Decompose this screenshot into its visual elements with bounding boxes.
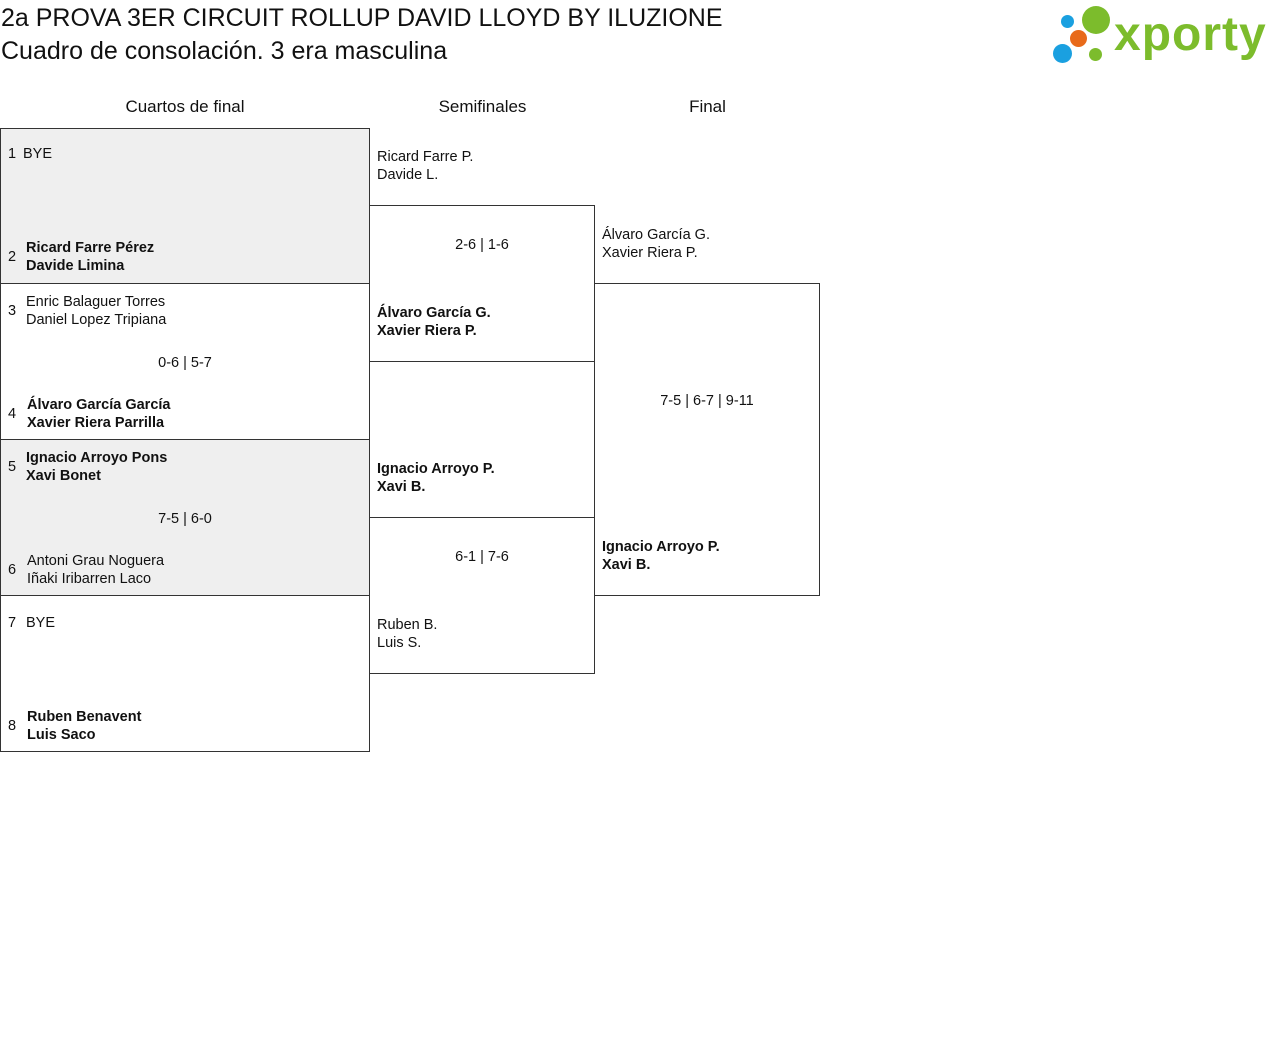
player-name: Luis S. [377, 635, 422, 651]
player-name: Ruben B. [377, 617, 438, 633]
seed-number: 8 [8, 718, 17, 734]
player-name: Davide L. [377, 167, 439, 183]
match-score: 0-6 | 5-7 [158, 355, 212, 371]
quarterfinal-match-1: 1 BYE 2 Ricard Farre Pérez Davide Limina [0, 128, 370, 284]
round-header-semifinals: Semifinales [438, 97, 527, 116]
quarterfinal-match-4: 7 BYE 8 Ruben Benavent Luis Saco [0, 595, 370, 752]
seed-number: 6 [8, 562, 17, 578]
round-header-final: Final [689, 97, 726, 116]
match-score: 7-5 | 6-7 | 9-11 [660, 393, 754, 409]
match-score: 2-6 | 1-6 [455, 237, 509, 253]
player-name: BYE [23, 146, 53, 162]
match-score: 7-5 | 6-0 [158, 511, 212, 527]
seed-number: 4 [8, 406, 17, 422]
player-name: Xavier Riera P. [602, 245, 698, 261]
player-name: Xavi B. [377, 479, 426, 495]
semifinal-match-1: 2-6 | 1-6 Álvaro García G. Xavier Riera … [369, 205, 595, 362]
player-name: Antoni Grau Noguera [27, 553, 165, 569]
seed-number: 7 [8, 615, 17, 631]
xporty-logo[interactable]: xporty [1052, 5, 1276, 67]
player-name: Iñaki Iribarren Laco [27, 571, 152, 587]
logo-dot-green-small [1089, 48, 1102, 61]
quarterfinal-match-2: 3 Enric Balaguer Torres Daniel Lopez Tri… [0, 283, 370, 440]
player-name: Xavier Riera P. [377, 323, 477, 339]
player-name: Álvaro García García [27, 397, 171, 413]
player-name: Davide Limina [26, 258, 125, 274]
page-title: 2a PROVA 3ER CIRCUIT ROLLUP DAVID LLOYD … [1, 4, 723, 32]
logo-wordmark: xporty [1114, 8, 1267, 61]
player-name: Xavi B. [602, 557, 651, 573]
player-name: Ruben Benavent [27, 709, 142, 725]
semifinal-match-2: 6-1 | 7-6 Ruben B. Luis S. [369, 517, 595, 674]
round-header-quarterfinals: Cuartos de final [125, 97, 245, 116]
logo-dot-orange [1070, 30, 1087, 47]
player-name: Álvaro García G. [602, 227, 710, 243]
final-match: 7-5 | 6-7 | 9-11 Ignacio Arroyo P. Xavi … [594, 283, 820, 596]
logo-dot-blue-large [1053, 44, 1072, 63]
player-name: Xavier Riera Parrilla [27, 415, 165, 431]
seed-number: 3 [8, 303, 17, 319]
player-name: Daniel Lopez Tripiana [26, 312, 167, 328]
seed-number: 5 [8, 459, 17, 475]
player-name: Ricard Farre P. [377, 149, 474, 165]
quarterfinal-match-3: 5 Ignacio Arroyo Pons Xavi Bonet 7-5 | 6… [0, 439, 370, 596]
player-name: Ignacio Arroyo P. [377, 461, 495, 477]
player-name: Ignacio Arroyo P. [602, 539, 720, 555]
player-name: Enric Balaguer Torres [26, 294, 166, 310]
seed-number: 2 [8, 249, 17, 265]
seed-number: 1 [8, 146, 17, 162]
player-name: Xavi Bonet [26, 468, 101, 484]
player-name: Ricard Farre Pérez [26, 240, 155, 256]
logo-dot-green-large [1082, 6, 1110, 34]
logo-dot-blue-small [1061, 15, 1074, 28]
player-name: Ignacio Arroyo Pons [26, 450, 168, 466]
page-subtitle: Cuadro de consolación. 3 era masculina [1, 37, 448, 65]
player-name: BYE [26, 615, 56, 631]
player-name: Luis Saco [27, 727, 96, 743]
player-name: Álvaro García G. [377, 305, 491, 321]
match-score: 6-1 | 7-6 [455, 549, 509, 565]
